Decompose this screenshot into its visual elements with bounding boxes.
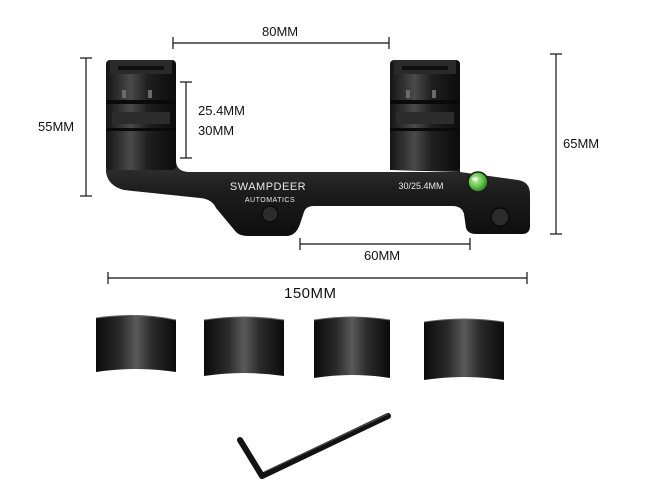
ring-inserts	[95, 314, 505, 380]
ring-insert-3	[313, 316, 391, 378]
mount-base	[106, 150, 530, 236]
dimension-80mm-label: 80MM	[262, 24, 299, 39]
dimension-ring-diameter-line	[180, 81, 192, 159]
dimension-80mm-line	[172, 37, 390, 49]
screw-left	[261, 205, 279, 223]
engraving-brand-sub: AUTOMATICS	[245, 197, 295, 204]
dimension-60mm-line	[299, 238, 471, 250]
ring-insert-2	[203, 316, 285, 376]
scope-mount: SWAMPDEER AUTOMATICS 30/25.4MM	[106, 60, 530, 236]
dimension-65mm-line	[550, 53, 562, 235]
right-scope-ring	[390, 60, 460, 170]
dimension-25-4mm-label: 25.4MM	[198, 103, 245, 118]
dimension-lines	[80, 37, 562, 284]
dimension-55mm-line	[80, 57, 92, 197]
dimension-55mm-label: 55MM	[38, 119, 75, 134]
ring-insert-4	[423, 318, 505, 380]
dimension-60mm-label: 60MM	[364, 248, 401, 263]
dimension-150mm-label: 150MM	[284, 285, 337, 302]
left-scope-ring	[106, 60, 176, 170]
dimension-150mm-line	[107, 272, 528, 284]
screw-right	[490, 207, 510, 227]
dimension-30mm-label: 30MM	[198, 123, 235, 138]
bubble-level	[467, 171, 489, 193]
engraving-brand: SWAMPDEER	[230, 181, 306, 193]
engraving-size: 30/25.4MM	[398, 181, 443, 191]
dimension-65mm-label: 65MM	[563, 136, 600, 151]
ring-insert-1	[95, 314, 177, 372]
hex-key-icon	[237, 413, 391, 479]
